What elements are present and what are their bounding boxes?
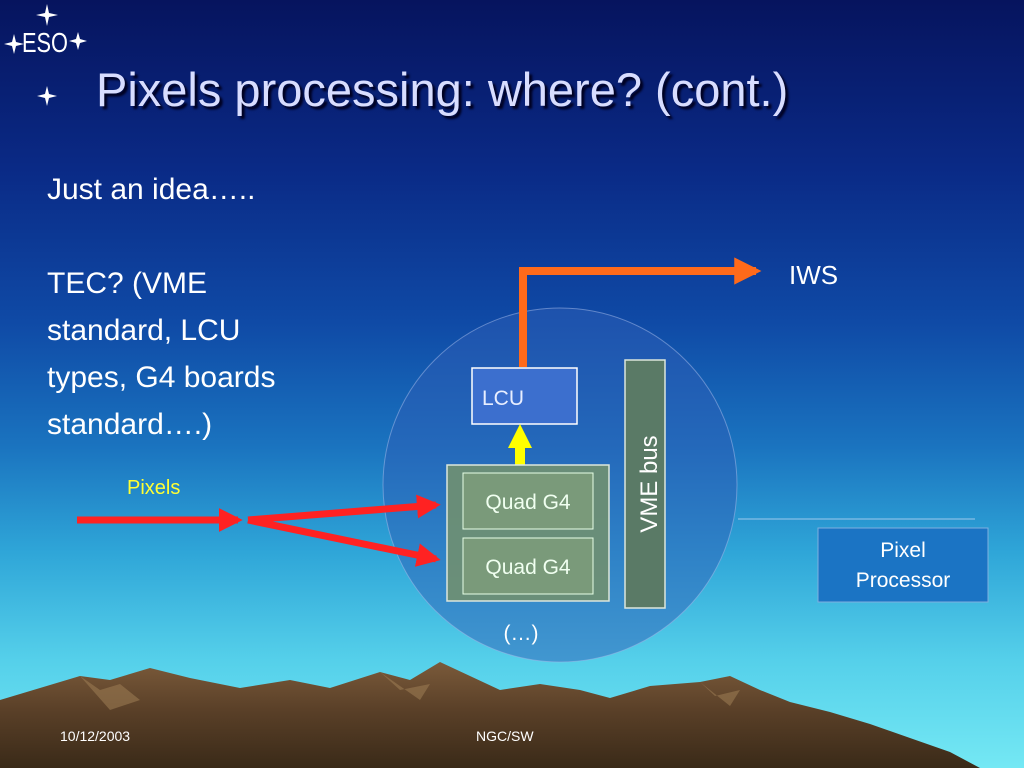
eso-logo: ESO (4, 4, 87, 106)
vme-bus-bar (624, 359, 666, 609)
body-line-2: TEC? (VME (47, 267, 208, 300)
body-line-1: Just an idea….. (47, 173, 256, 206)
quad-g4-box-1 (462, 472, 594, 530)
quad-g4-label-1: Quad G4 (485, 491, 571, 514)
body-line-5: standard….) (47, 408, 213, 441)
quad-g4-label-2: Quad G4 (485, 556, 571, 579)
body-line-4: types, G4 boards (47, 361, 276, 394)
quad-g4-box-2 (462, 537, 594, 595)
slide-title: Pixels processing: where? (cont.) (96, 63, 789, 116)
pixel-processor-label-1: Pixel (880, 539, 926, 562)
lcu-box (471, 367, 578, 425)
ellipsis-label: (…) (504, 622, 539, 645)
g4-to-lcu-arrow (508, 424, 532, 465)
vme-bus-label: VME bus (636, 435, 663, 532)
pixel-processor-label-2: Processor (856, 569, 951, 592)
body-line-3: standard, LCU (47, 314, 241, 347)
iws-label: IWS (789, 260, 838, 290)
split-arrow-upper (247, 494, 441, 524)
footer-center: NGC/SW (476, 728, 534, 744)
mountain-range (0, 662, 980, 768)
lcu-to-iws-arrow (519, 257, 762, 367)
pixel-processor-box (817, 527, 989, 603)
footer-date: 10/12/2003 (60, 728, 131, 744)
mountain-highlights (80, 672, 740, 710)
lcu-label: LCU (482, 387, 524, 410)
eso-logo-text: ESO (22, 27, 68, 58)
split-arrow-lower (247, 516, 441, 567)
star-icons (4, 4, 87, 106)
pixels-label: Pixels (127, 477, 180, 499)
